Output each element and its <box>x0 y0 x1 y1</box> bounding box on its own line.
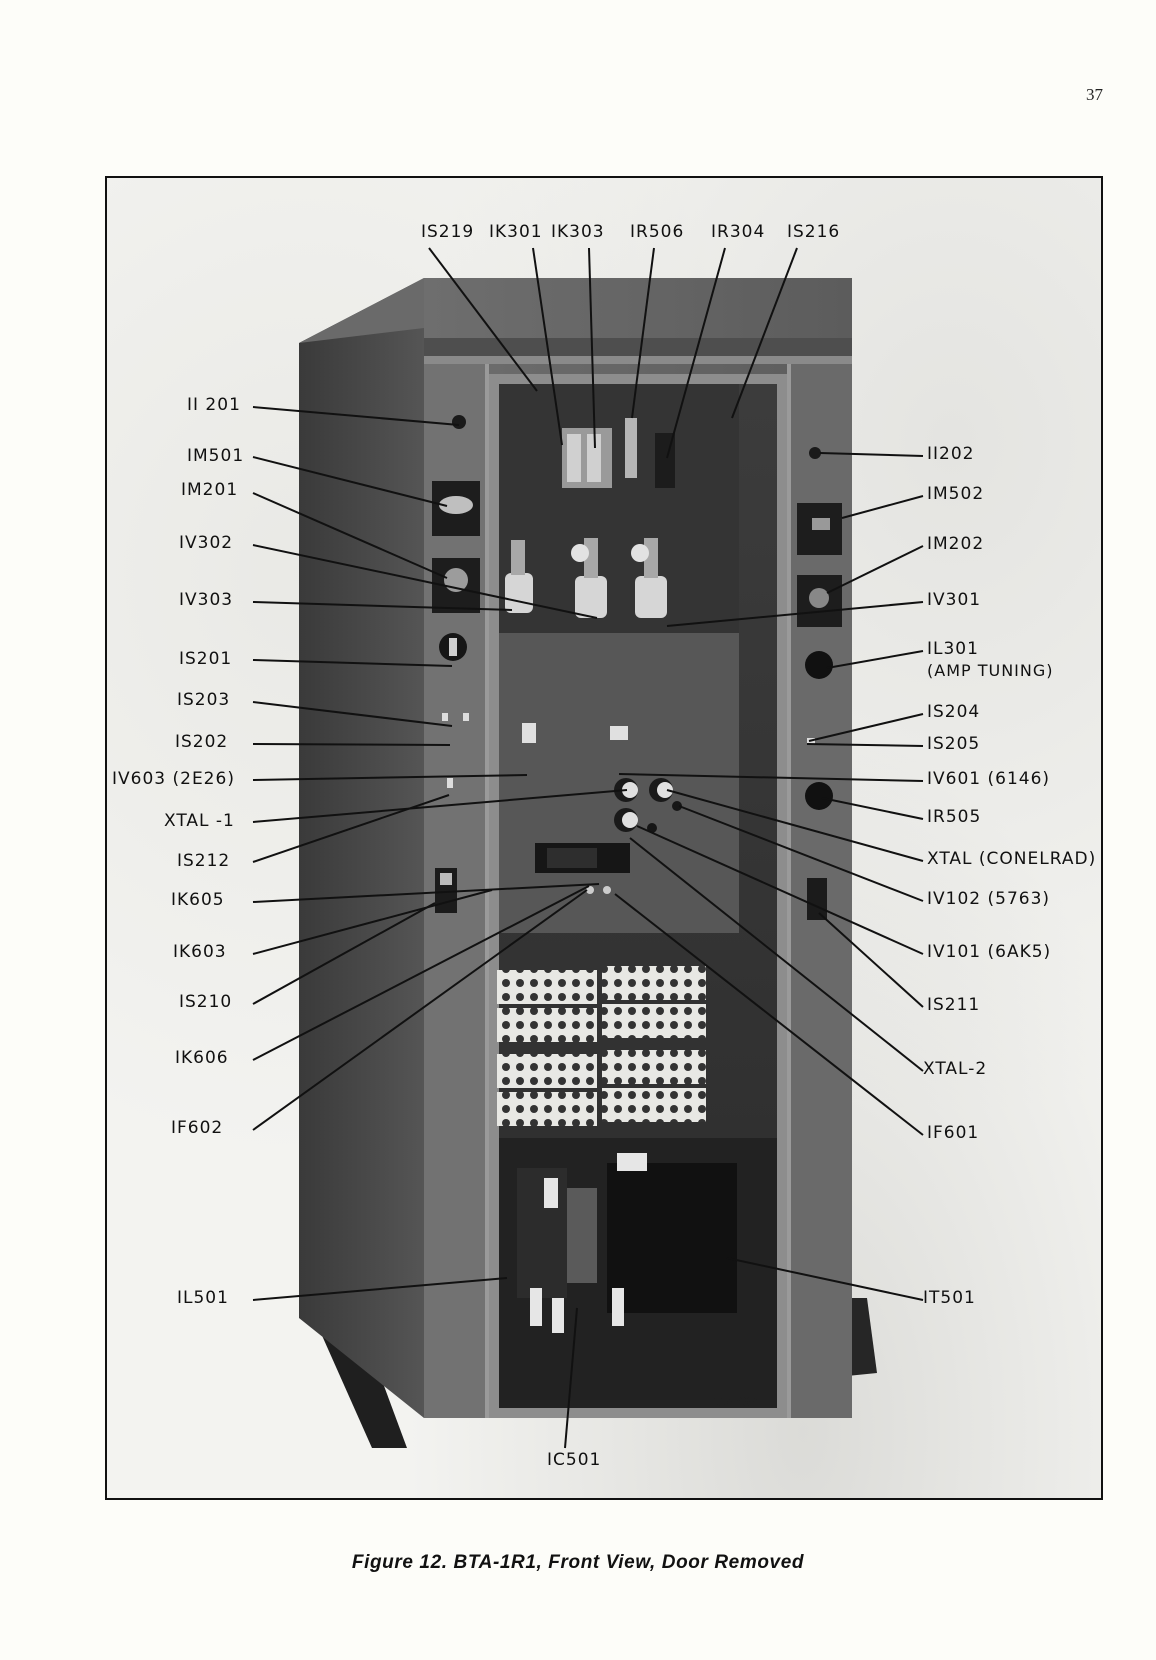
callout-ik603: IK603 <box>173 942 227 962</box>
tube-socket-icon <box>672 801 682 811</box>
callout-iv301: IV301 <box>927 590 982 610</box>
jack-panel-icon <box>497 970 597 1004</box>
callout-xtal2: XTAL-2 <box>923 1059 988 1079</box>
callout-it501: IT501 <box>923 1288 976 1308</box>
callout-is204: IS204 <box>927 702 981 722</box>
callout-ik301: IK301 <box>489 222 543 242</box>
callout-is210: IS210 <box>179 992 233 1012</box>
jack-panel-icon <box>497 1054 597 1088</box>
callout-is205: IS205 <box>927 734 981 754</box>
callout-im202: IM202 <box>927 534 985 554</box>
figure-caption: Figure 12. BTA-1R1, Front View, Door Rem… <box>351 1552 805 1573</box>
callout-is202: IS202 <box>175 732 229 752</box>
callout-is216: IS216 <box>787 222 841 242</box>
jack-panel-icon <box>497 1092 597 1126</box>
callout-is201: IS201 <box>179 649 233 669</box>
callout-is212: IS212 <box>177 851 231 871</box>
callout-iv302: IV302 <box>179 533 234 553</box>
callout-im502: IM502 <box>927 484 985 504</box>
callout-ir506: IR506 <box>630 222 685 242</box>
cabinet-photo <box>252 247 924 1449</box>
toggle-switch-icon <box>463 713 469 721</box>
fuse-icon <box>603 886 611 894</box>
callout-xtal-conelrad: XTAL (CONELRAD) <box>927 849 1097 869</box>
inductor-icon <box>517 1168 567 1298</box>
resistor-icon <box>625 418 637 478</box>
transformer-icon <box>607 1163 737 1313</box>
callout-if602: IF602 <box>171 1118 224 1138</box>
jack-panel-icon <box>602 966 706 1000</box>
callout-is211: IS211 <box>927 995 981 1015</box>
callout-is219: IS219 <box>421 222 475 242</box>
right-control-panel <box>787 364 852 1418</box>
callout-il501: IL501 <box>177 1288 229 1308</box>
callout-ik606: IK606 <box>175 1048 229 1068</box>
small-tube-icon <box>522 723 536 743</box>
callout-ik605: IK605 <box>171 890 225 910</box>
top-trim <box>424 338 852 356</box>
leader-lines <box>252 247 924 1449</box>
callout-ir505: IR505 <box>927 807 982 827</box>
callout-if601: IF601 <box>927 1123 980 1143</box>
fuse-icon <box>586 886 594 894</box>
callout-im201: IM201 <box>181 480 239 500</box>
page-number: 37 <box>1086 85 1103 104</box>
figure-frame: IS219 IK301 IK303 IR506 IR304 IS216 II 2… <box>105 176 1103 1500</box>
callout-iv101: IV101 (6AK5) <box>927 942 1052 962</box>
callout-il301-note: (AMP TUNING) <box>927 661 1054 680</box>
callout-ir304: IR304 <box>711 222 766 242</box>
cabinet-side-panel <box>299 278 424 1418</box>
callout-is203: IS203 <box>177 690 231 710</box>
callout-ic501: IC501 <box>547 1450 602 1470</box>
callout-im501: IM501 <box>187 446 245 466</box>
callout-ii201: II 201 <box>187 395 241 415</box>
jack-panel-icon <box>602 1004 706 1038</box>
tuning-knob-icon <box>805 651 833 679</box>
jack-panel-icon <box>497 1008 597 1042</box>
vacuum-tube-icon <box>631 538 667 618</box>
indicator-lamp-icon <box>809 447 821 459</box>
cabinet-interior <box>489 374 787 1418</box>
switch-block-icon <box>807 878 827 920</box>
callout-xtal1: XTAL -1 <box>164 811 235 831</box>
vacuum-tube-icon <box>571 538 607 618</box>
jack-panel-icon <box>602 1088 706 1122</box>
toggle-switch-icon <box>442 713 448 721</box>
callout-iv102: IV102 (5763) <box>927 889 1051 909</box>
callout-iv603: IV603 (2E26) <box>112 769 235 789</box>
callout-ik303: IK303 <box>551 222 605 242</box>
callout-il301: IL301 <box>927 639 979 659</box>
potentiometer-knob-icon <box>805 782 833 810</box>
photo-id: 115967 <box>712 1393 758 1409</box>
toggle-switch-icon <box>447 778 453 788</box>
callout-iv303: IV303 <box>179 590 234 610</box>
callout-iv601: IV601 (6146) <box>927 769 1051 789</box>
indicator-lamp-icon <box>452 415 466 429</box>
jack-panel-icon <box>602 1050 706 1084</box>
small-tube-icon <box>610 726 628 740</box>
callout-ii202: II202 <box>927 444 975 464</box>
top-trim-highlight <box>424 356 852 364</box>
